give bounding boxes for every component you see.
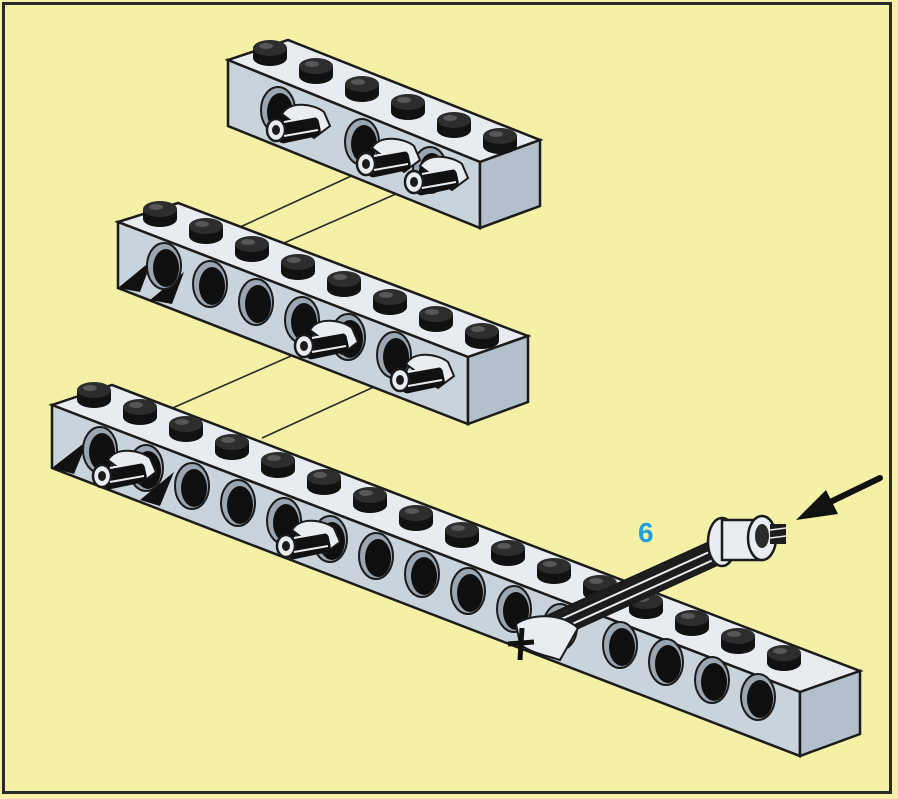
brick-middle — [118, 201, 528, 424]
brick-bottom — [52, 382, 860, 756]
step-number: 6 — [638, 517, 654, 549]
insert-arrow-icon — [796, 478, 880, 520]
